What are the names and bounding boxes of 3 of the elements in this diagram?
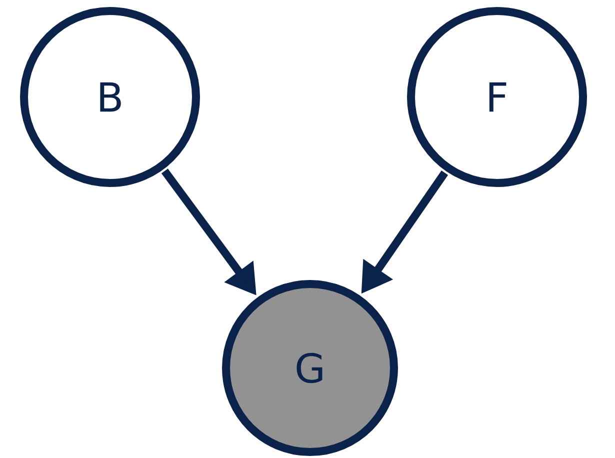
circle-node: G xyxy=(222,280,398,456)
circle-node: F xyxy=(407,7,587,187)
circle-node: B xyxy=(20,7,200,187)
